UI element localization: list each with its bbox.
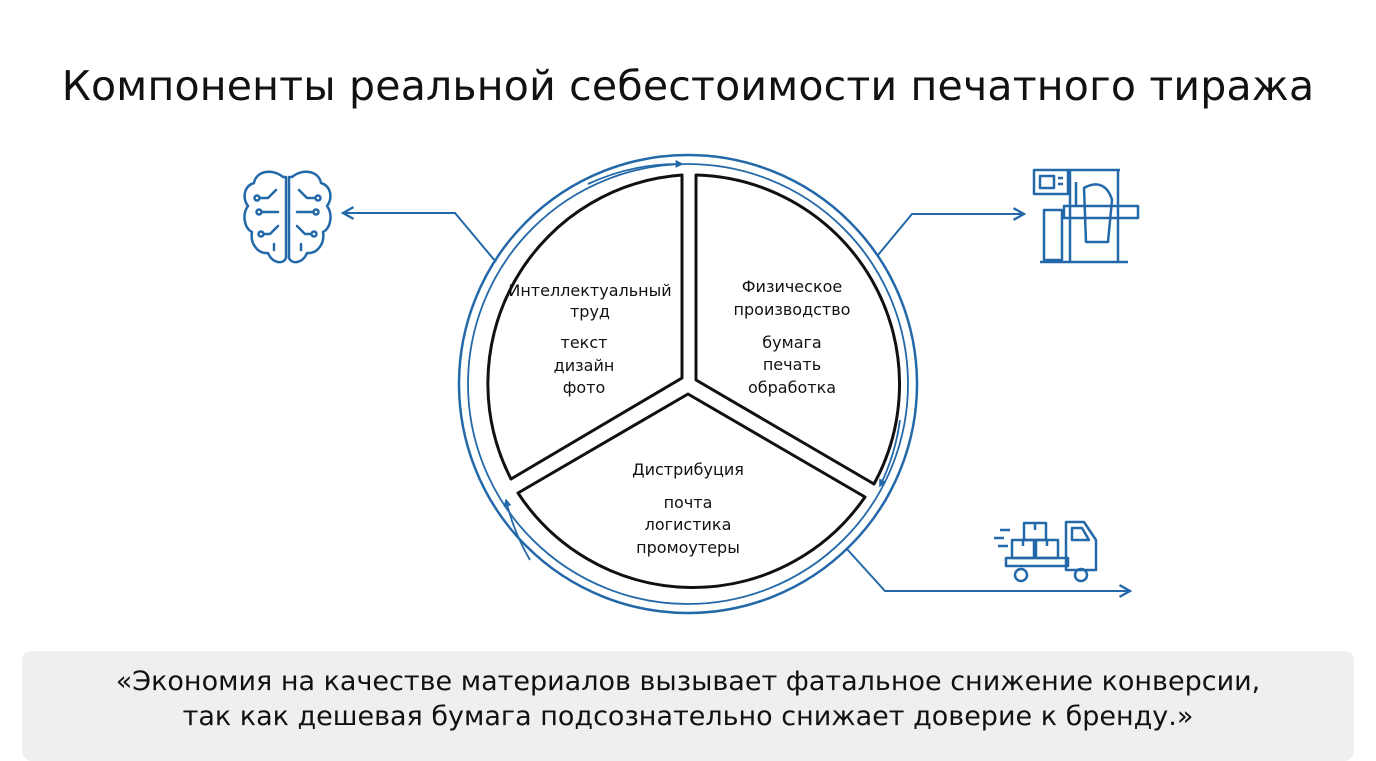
- quote-line-1: «Экономия на качестве материалов вызывае…: [115, 666, 1261, 697]
- segment-production-text: Физическое производство бумага печать об…: [734, 277, 851, 397]
- cycle-arrow-left: [503, 498, 531, 561]
- quote-line-2: так как дешевая бумага подсознательно сн…: [182, 701, 1194, 732]
- segment-production: [694, 173, 902, 486]
- segment-item: промоутеры: [636, 538, 740, 557]
- segment-heading: Дистрибуция: [632, 460, 744, 479]
- connector-production: [877, 214, 1024, 256]
- printing-machine-icon: [1032, 168, 1140, 264]
- segment-heading: производство: [734, 300, 851, 319]
- segment-distribution-text: Дистрибуция почта логистика промоутеры: [632, 460, 744, 557]
- segment-distribution: [516, 392, 867, 589]
- segment-item: бумага: [762, 333, 821, 352]
- segment-intellectual-text: Интеллектуальный труд текст дизайн фото: [508, 281, 671, 397]
- quote: «Экономия на качестве материалов вызывае…: [22, 664, 1354, 734]
- segment-item: печать: [763, 355, 821, 374]
- segment-item: обработка: [748, 378, 836, 397]
- page-title: Компоненты реальной себестоимости печатн…: [61, 62, 1315, 110]
- segment-intellectual: [486, 173, 684, 481]
- segment-heading: труд: [570, 302, 610, 321]
- delivery-truck-icon: [994, 520, 1098, 583]
- segment-heading: Физическое: [742, 277, 842, 296]
- quote-box: [22, 651, 1354, 761]
- cycle-arrow-top: [587, 159, 684, 185]
- segment-heading: Интеллектуальный: [508, 281, 671, 300]
- segment-item: текст: [561, 333, 608, 352]
- connector-distribution: [845, 547, 1130, 591]
- connector-intellectual: [343, 213, 497, 263]
- segment-item: дизайн: [554, 356, 615, 375]
- inner-ring: [467, 163, 909, 605]
- segment-item: логистика: [645, 515, 732, 534]
- segment-item: почта: [664, 493, 713, 512]
- brain-icon: [243, 170, 332, 264]
- segment-item: фото: [563, 378, 606, 397]
- cost-components-diagram: Интеллектуальный труд текст дизайн фото …: [243, 153, 1140, 615]
- cycle-arrow-right: [879, 419, 901, 488]
- outer-ring: [457, 153, 919, 615]
